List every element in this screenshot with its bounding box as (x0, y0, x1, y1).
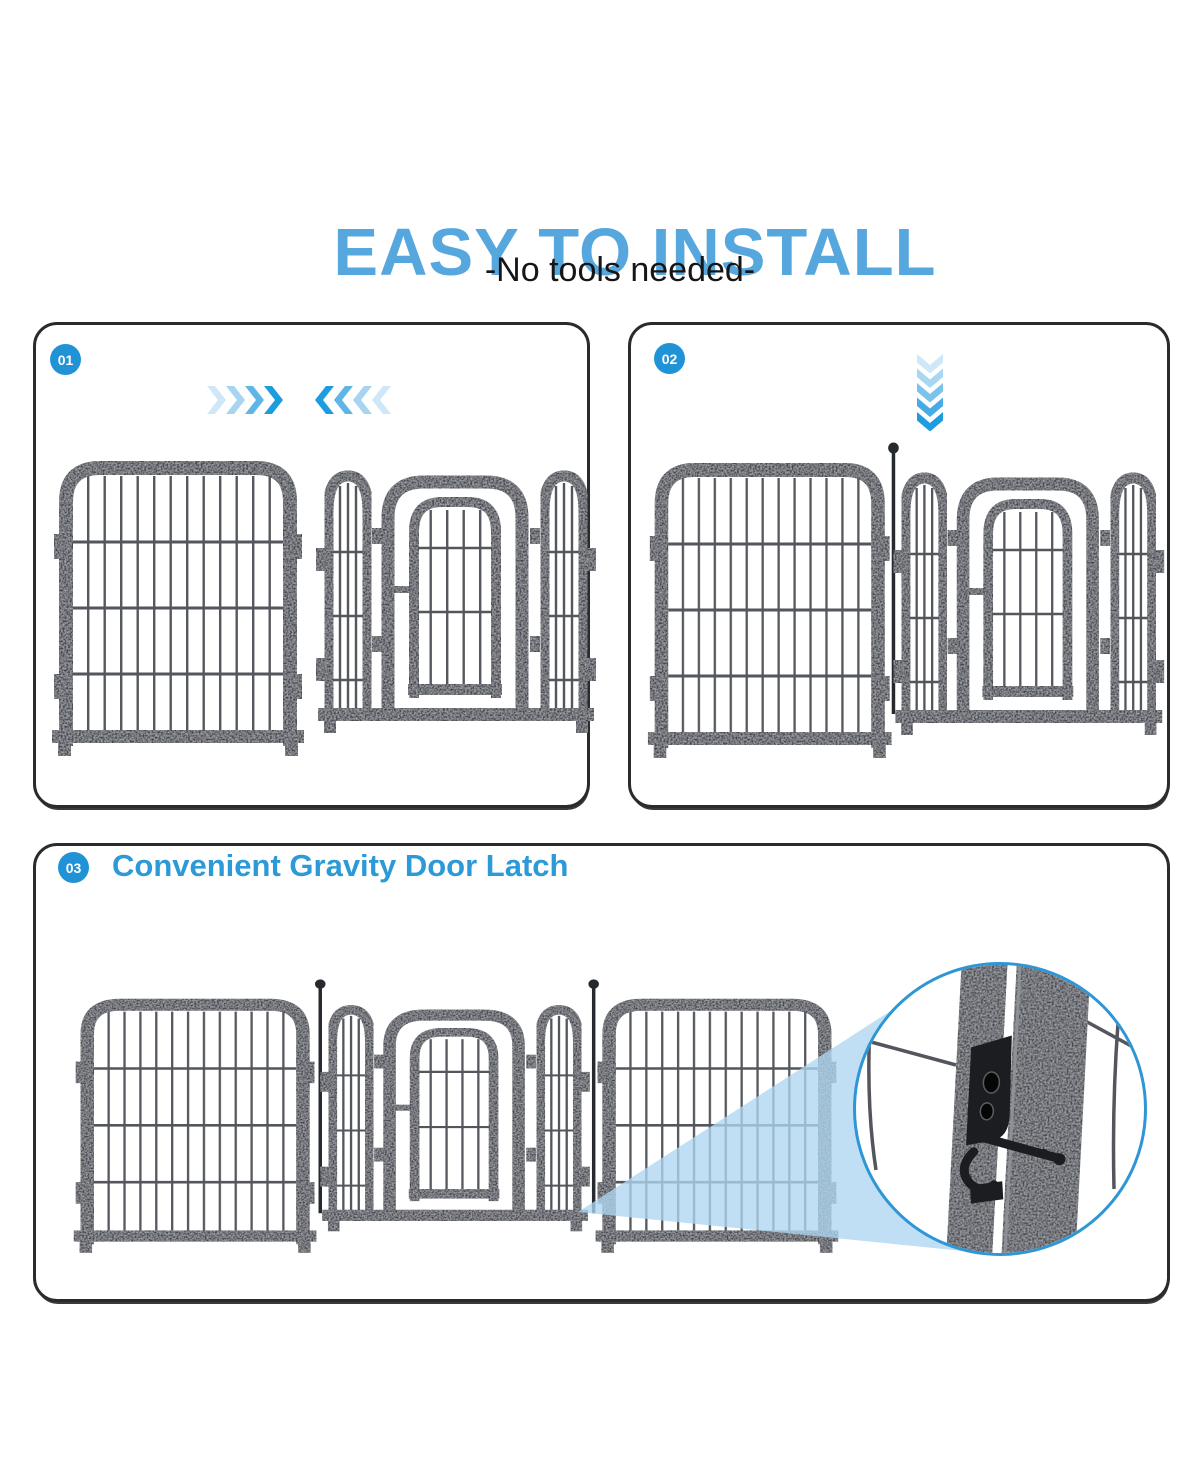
gravity-latch-detail-illustration (859, 965, 1144, 1253)
down-chevrons-icon (917, 354, 943, 432)
merge-arrows-icon (207, 386, 391, 414)
page-title: EASY TO INSTALL (333, 214, 937, 290)
step-badge-03: 03 (58, 852, 89, 883)
latch-magnifier-circle (853, 962, 1147, 1256)
step-badge-01: 01 (50, 344, 81, 375)
step-badge-02: 02 (654, 343, 685, 374)
fence-sections-separated-illustration (40, 440, 596, 772)
chevrons-left (315, 386, 391, 414)
step3-heading: Convenient Gravity Door Latch (112, 848, 569, 883)
page-subtitle: -No tools needed- (484, 251, 756, 289)
chevrons-right (207, 386, 283, 414)
fence-sections-joining-illustration (646, 442, 1168, 774)
